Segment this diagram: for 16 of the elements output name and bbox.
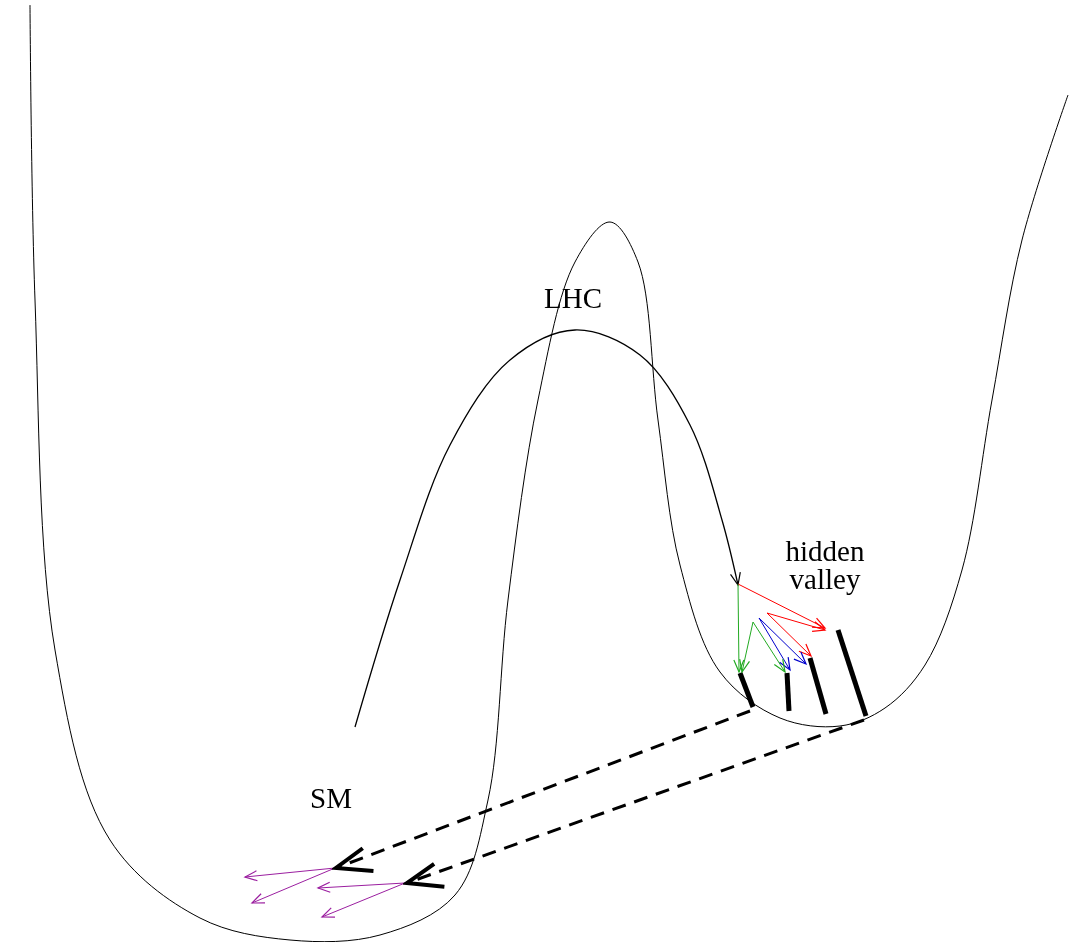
decay-arrow bbox=[733, 583, 745, 673]
decay-arrow bbox=[758, 617, 791, 671]
decay-arrow bbox=[766, 612, 812, 657]
region-label: SM bbox=[309, 784, 353, 812]
decay-arrow bbox=[766, 612, 826, 632]
particle-bar bbox=[835, 629, 869, 717]
decay-arrow bbox=[758, 617, 807, 665]
particle-bar bbox=[807, 657, 829, 715]
dashed-arrow bbox=[334, 709, 751, 873]
decay-arrow bbox=[737, 583, 826, 629]
decay-arrow bbox=[752, 621, 786, 673]
dashed-arrow bbox=[405, 718, 865, 889]
decay-arrow bbox=[739, 621, 754, 673]
particle-bar bbox=[784, 672, 792, 712]
particle-bar bbox=[737, 672, 756, 708]
region-label: hidden valley bbox=[784, 537, 866, 593]
